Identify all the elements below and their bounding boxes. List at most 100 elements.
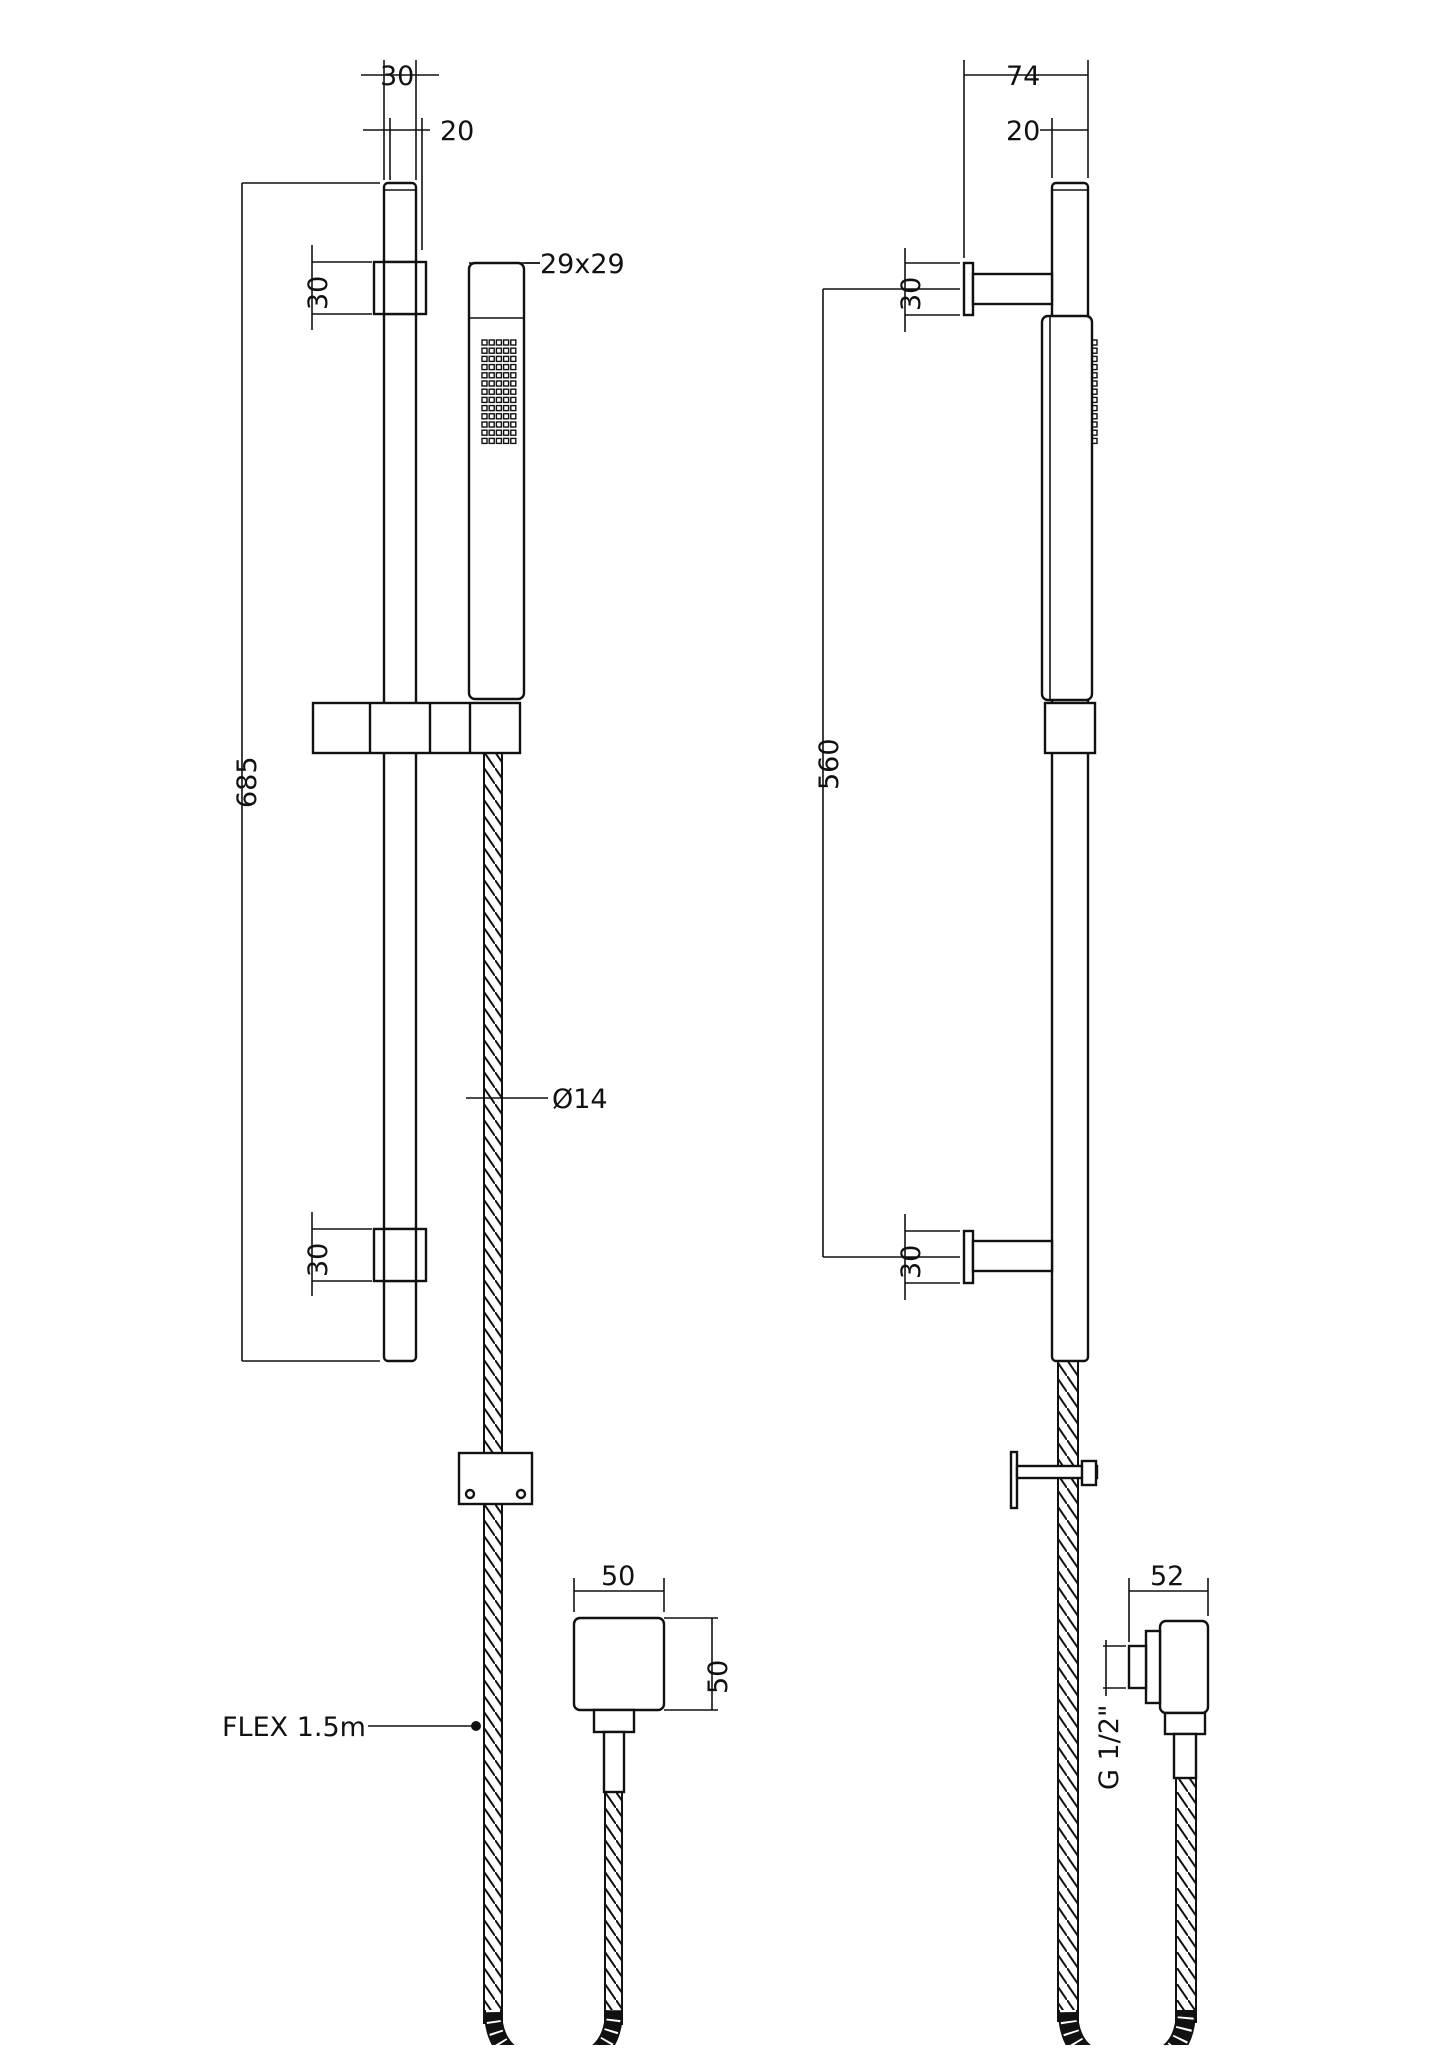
spray-nozzle	[481, 421, 488, 428]
riser-rail	[382, 181, 418, 1363]
spray-nozzle	[502, 380, 510, 387]
outlet-height-label: 50	[703, 1660, 734, 1694]
spray-nozzle	[502, 404, 510, 412]
side-dimensions	[822, 60, 1209, 1696]
spray-nozzle	[488, 372, 495, 379]
side-outlet-elbow	[1158, 1619, 1210, 1715]
side-spray-nozzle	[1091, 421, 1098, 428]
spray-nozzle	[495, 372, 503, 379]
spray-nozzle	[510, 396, 517, 404]
spray-nozzle	[481, 380, 488, 387]
side-spray-nozzle	[1091, 396, 1098, 404]
side-spray-nozzle	[1091, 339, 1098, 346]
slider	[311, 701, 522, 755]
side-nozzles	[1091, 339, 1098, 445]
hose-length-label: FLEX 1.5m	[222, 1712, 366, 1743]
spray-nozzle	[481, 347, 488, 354]
side-spray-nozzle	[1091, 363, 1098, 371]
spray-nozzle	[502, 363, 510, 371]
outlet-width-label: 50	[601, 1561, 635, 1592]
spray-nozzle	[495, 347, 503, 354]
side-spray-nozzle	[1091, 437, 1098, 445]
outlet-depth-label: 52	[1150, 1561, 1184, 1592]
spray-nozzle	[502, 347, 510, 354]
spray-nozzle	[495, 413, 503, 420]
spray-nozzle	[502, 429, 510, 436]
spray-nozzle	[488, 355, 495, 363]
side-bottom-bracket-label: 30	[896, 1245, 927, 1279]
spray-nozzle	[488, 404, 495, 412]
spray-nozzle	[502, 396, 510, 404]
side-spray-nozzle	[1091, 372, 1098, 379]
spray-nozzle	[495, 388, 503, 395]
side-hose-retainer	[1009, 1450, 1019, 1510]
spray-nozzle	[502, 339, 510, 346]
spray-nozzle	[510, 372, 517, 379]
rail-diameter-label: 20	[440, 116, 474, 147]
spray-nozzle	[495, 396, 503, 404]
side-view: 74 20 30 30 560 52 G 1/2"	[814, 60, 1210, 2050]
spray-nozzle	[510, 413, 517, 420]
spray-nozzle	[510, 421, 517, 428]
side-spray-nozzle	[1091, 355, 1098, 363]
side-rail-diameter-label: 20	[1006, 116, 1040, 147]
spray-nozzle	[502, 388, 510, 395]
spray-nozzle	[488, 363, 495, 371]
spray-nozzle	[488, 421, 495, 428]
spray-nozzle	[495, 437, 503, 445]
handset-size-label: 29x29	[540, 249, 625, 280]
side-spray-nozzle	[1091, 413, 1098, 420]
side-spray-nozzle	[1091, 404, 1098, 412]
spray-nozzle	[481, 339, 488, 346]
spray-nozzle	[481, 355, 488, 363]
spray-nozzle	[502, 413, 510, 420]
spray-nozzle	[488, 380, 495, 387]
spray-nozzle	[495, 355, 503, 363]
spray-nozzle	[481, 429, 488, 436]
side-hose	[1057, 1360, 1079, 2022]
spray-nozzle	[510, 339, 517, 346]
spray-nozzle	[488, 437, 495, 445]
side-spray-nozzle	[1091, 347, 1098, 354]
side-spray-nozzle	[1091, 388, 1098, 395]
spray-nozzle	[488, 388, 495, 395]
spray-nozzle	[495, 380, 503, 387]
side-handset	[1040, 314, 1094, 702]
spray-nozzle	[488, 413, 495, 420]
spray-nozzle	[488, 347, 495, 354]
handset	[467, 261, 526, 701]
front-view: 30 20 30 30 685 29x29 Ø14 FLEX 1.5m 50 5…	[222, 60, 734, 2050]
spray-nozzle	[502, 372, 510, 379]
spray-nozzle	[502, 437, 510, 445]
spray-nozzle	[481, 437, 488, 445]
spray-nozzle	[510, 437, 517, 445]
bottom-bracket-label: 30	[303, 1243, 334, 1277]
side-top-bracket-label: 30	[896, 277, 927, 311]
spray-nozzle	[481, 413, 488, 420]
rail-width-label: 30	[380, 61, 414, 92]
spray-nozzle	[481, 396, 488, 404]
spray-nozzle	[488, 429, 495, 436]
spray-nozzle	[495, 421, 503, 428]
spray-nozzle	[488, 339, 495, 346]
spray-nozzle	[495, 404, 503, 412]
spray-nozzle	[510, 404, 517, 412]
spray-nozzle	[502, 421, 510, 428]
spray-nozzle	[481, 404, 488, 412]
side-spray-nozzle	[1091, 429, 1098, 436]
spray-nozzle	[510, 388, 517, 395]
spray-nozzle	[481, 388, 488, 395]
spray-nozzle	[495, 363, 503, 371]
spray-nozzle	[510, 363, 517, 371]
spray-nozzle	[510, 355, 517, 363]
spray-nozzle	[510, 347, 517, 354]
rail-length-label: 685	[232, 756, 263, 808]
hose-diameter-label: Ø14	[552, 1084, 608, 1115]
spray-nozzle	[481, 372, 488, 379]
side-top-bracket	[962, 261, 975, 317]
spray-nozzle	[495, 429, 503, 436]
spray-nozzle	[488, 396, 495, 404]
top-bracket-label: 30	[303, 276, 334, 310]
